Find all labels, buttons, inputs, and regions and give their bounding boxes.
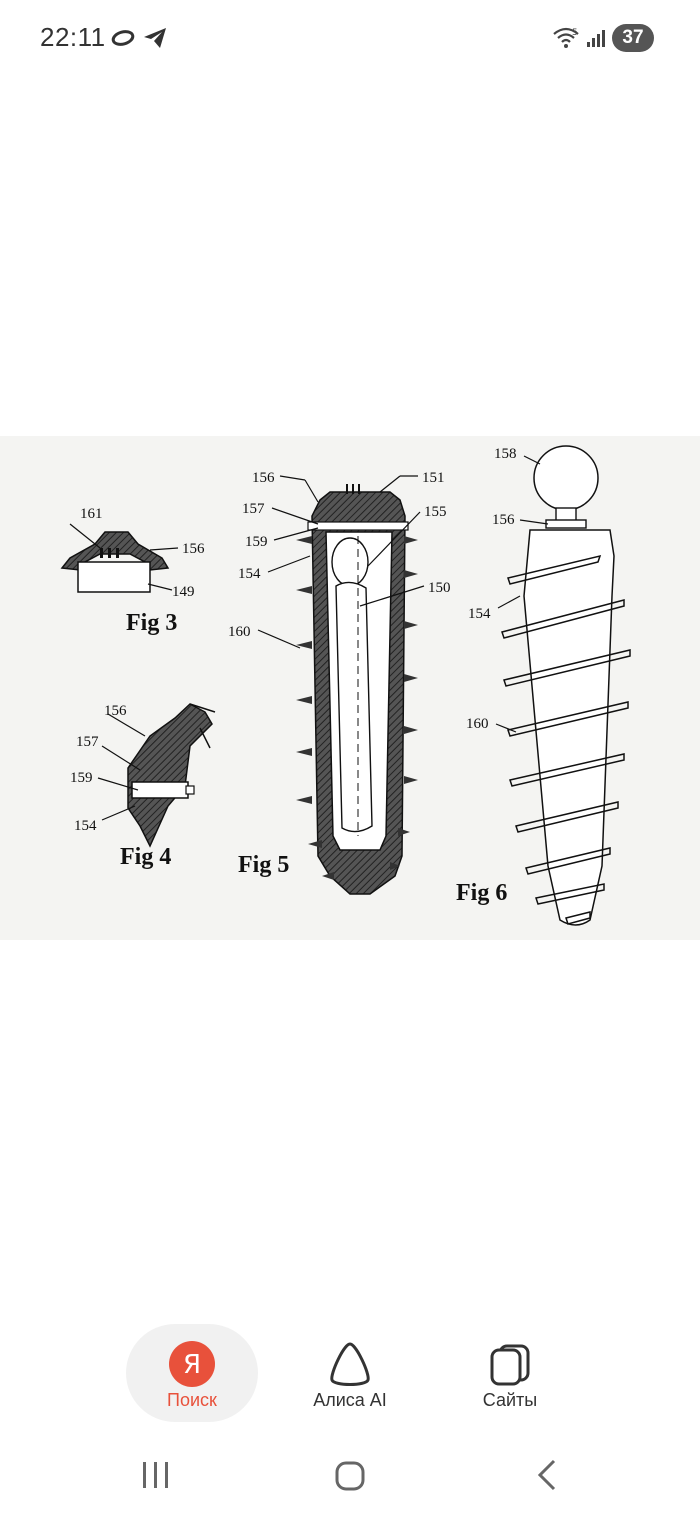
label-155: 155: [424, 504, 447, 520]
caption-fig6: Fig 6: [456, 880, 507, 906]
bottom-tab-bar: Я Поиск Алиса AI Сайты: [0, 1320, 700, 1430]
status-time: 22:11: [40, 22, 106, 52]
label-154-fig6: 154: [468, 606, 491, 622]
caption-fig5: Fig 5: [238, 852, 289, 878]
yandex-logo-letter: Я: [183, 1350, 201, 1380]
label-154-fig5: 154: [238, 566, 261, 582]
label-151: 151: [422, 470, 445, 486]
label-149: 149: [172, 584, 195, 600]
label-150: 150: [428, 580, 451, 596]
sites-icon: [490, 1344, 530, 1386]
fig6-drawing: 158 156 154 160 Fig 6: [456, 445, 631, 926]
loop-icon: [111, 30, 135, 46]
patent-drawing: 161 156 149 Fig 3 156 157 159 154 Fig 4: [60, 445, 631, 926]
caption-fig4: Fig 4: [120, 844, 171, 870]
tab-search-label: Поиск: [167, 1390, 217, 1410]
label-156-fig4: 156: [104, 703, 127, 719]
yandex-logo-icon: Я: [169, 1341, 215, 1387]
tab-alice-label: Алиса AI: [313, 1390, 387, 1410]
label-156-fig6: 156: [492, 512, 515, 528]
fig5-drawing: 156 151 157 155 159 154 150 160 Fig 5: [228, 470, 451, 895]
label-156-fig5: 156: [252, 470, 275, 486]
label-161: 161: [80, 506, 103, 522]
label-154-fig4: 154: [74, 818, 97, 834]
wifi-icon: 5: [553, 27, 579, 48]
caption-fig3: Fig 3: [126, 610, 177, 636]
alice-icon: [330, 1342, 370, 1386]
label-157-fig4: 157: [76, 734, 99, 750]
system-navigation-bar: [0, 1440, 700, 1517]
recent-apps-icon[interactable]: [140, 1460, 172, 1490]
label-157-fig5: 157: [242, 501, 265, 517]
label-158: 158: [494, 446, 517, 462]
status-bar: 22:11 5 37: [0, 0, 700, 78]
patent-figure-image: 161 156 149 Fig 3 156 157 159 154 Fig 4: [0, 436, 700, 940]
label-159-fig4: 159: [70, 770, 93, 786]
label-160-fig6: 160: [466, 716, 489, 732]
back-icon[interactable]: [534, 1458, 560, 1492]
fig3-drawing: 161 156 149 Fig 3: [60, 506, 205, 636]
telegram-icon: [144, 28, 166, 48]
home-icon[interactable]: [334, 1460, 366, 1492]
wifi-badge: 5: [572, 28, 578, 38]
battery-indicator: 37: [612, 24, 654, 52]
tab-sites-label: Сайты: [482, 1390, 538, 1410]
fig4-drawing: 156 157 159 154 Fig 4: [70, 703, 216, 870]
signal-icon: [587, 30, 605, 47]
label-160-fig5: 160: [228, 624, 251, 640]
label-156-fig3: 156: [182, 541, 205, 557]
label-159-fig5: 159: [245, 534, 268, 550]
